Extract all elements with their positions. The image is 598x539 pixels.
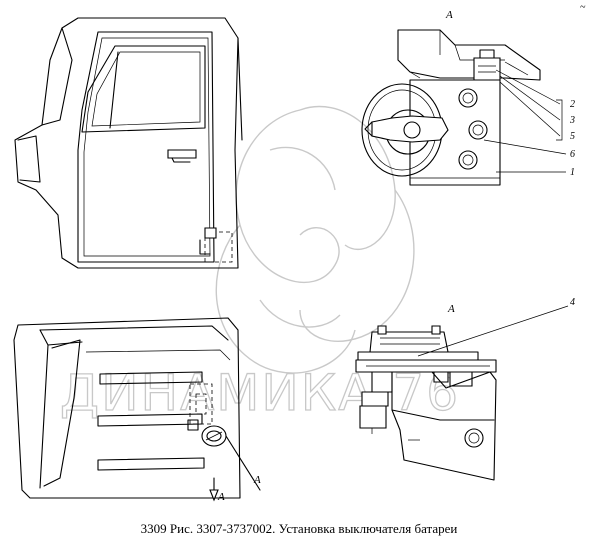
callout-5: 5 [570, 131, 575, 142]
figure-caption: 3309 Рис. 3307-3737002. Установка выключ… [140, 521, 458, 536]
door-interior-view: А А [13, 317, 261, 503]
switch-detail-view-top: А 2 3 5 6 1 ~ [361, 2, 586, 186]
watermark-text: ДИНАМИКА 76 [60, 364, 460, 422]
watermark: ДИНАМИКА 76 [59, 105, 460, 423]
swirl-logo-icon [215, 105, 415, 374]
callout-2: 2 [570, 99, 575, 110]
callout-4: 4 [570, 297, 575, 308]
view-label-top: А [445, 9, 453, 21]
callout-3: 3 [569, 115, 575, 126]
switch-detail-view-bottom: А 4 [355, 297, 575, 481]
callout-6: 6 [570, 149, 575, 160]
view-label-bottom: А [447, 303, 455, 315]
cabin-side-view [14, 17, 243, 269]
view-arrow-top-label: А [253, 474, 261, 486]
view-arrow-label: А [217, 491, 225, 503]
corner-mark: ~ [580, 2, 586, 13]
callout-1: 1 [570, 167, 575, 178]
